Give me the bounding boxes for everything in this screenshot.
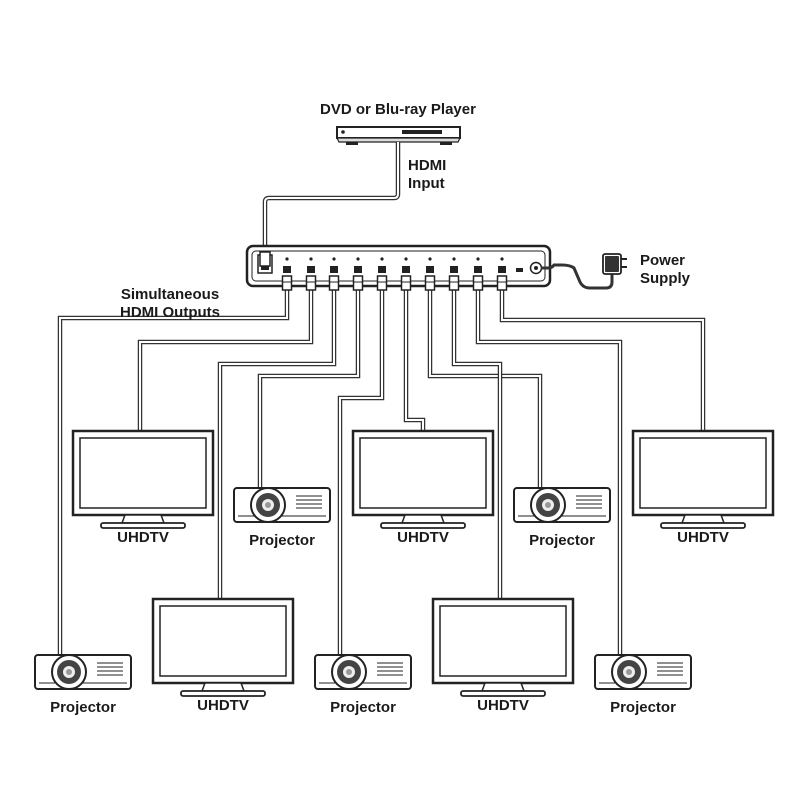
bluray-player-icon (336, 126, 461, 145)
projector-icon (233, 487, 331, 523)
port-led (309, 257, 313, 261)
hdmi-plug (424, 275, 436, 291)
outputs-label-1: Simultaneous (120, 286, 220, 303)
port-led (428, 257, 432, 261)
hdmi-input-plug (259, 251, 271, 267)
projector-label: Projector (610, 699, 676, 716)
uhdtv-icon (71, 429, 215, 530)
uhdtv-icon (151, 597, 295, 698)
output-port (307, 266, 315, 273)
hdmi-plug (472, 275, 484, 291)
output-port (450, 266, 458, 273)
port-led (476, 257, 480, 261)
hdmi-input-label-1: HDMI (408, 157, 447, 174)
display-devices (34, 429, 775, 698)
port-led (500, 257, 504, 261)
projector-icon (34, 654, 132, 690)
projector-label: Projector (330, 699, 396, 716)
hdmi-plug (281, 275, 293, 291)
uhdtv-label: UHDTV (397, 529, 449, 546)
port-led (332, 257, 336, 261)
hdmi-plug (400, 275, 412, 291)
hdmi-output-plugs (259, 251, 508, 291)
source-label: DVD or Blu-ray Player (320, 101, 476, 118)
projector-icon (594, 654, 692, 690)
hdmi-plug (376, 275, 388, 291)
port-led (356, 257, 360, 261)
outputs-label-2: HDMI Outputs (120, 304, 220, 321)
output-port (498, 266, 506, 273)
output-cable-3 (217, 290, 337, 599)
hdmi-input-label-2: Input (408, 175, 445, 192)
uhdtv-icon (351, 429, 495, 530)
hdmi-output-cables (57, 290, 706, 655)
port-led (380, 257, 384, 261)
uhdtv-label: UHDTV (477, 697, 529, 714)
hdmi-plug (328, 275, 340, 291)
uhdtv-label: UHDTV (117, 529, 169, 546)
power-label-2: Supply (640, 270, 691, 287)
port-led (404, 257, 408, 261)
projector-label: Projector (50, 699, 116, 716)
uhdtv-label: UHDTV (197, 697, 249, 714)
power-label-1: Power (640, 252, 686, 269)
hdmi-plug (448, 275, 460, 291)
hdmi-plug (305, 275, 317, 291)
projector-icon (314, 654, 412, 690)
hdmi-plug (352, 275, 364, 291)
port-led (452, 257, 456, 261)
port-led (285, 257, 289, 261)
output-port (378, 266, 386, 273)
uhdtv-label: UHDTV (677, 529, 729, 546)
uhdtv-icon (631, 429, 775, 530)
output-port (283, 266, 291, 273)
uhdtv-icon (431, 597, 575, 698)
output-cable-10 (499, 290, 706, 431)
output-port (330, 266, 338, 273)
output-cable-6 (403, 290, 426, 431)
power-adapter-icon (541, 253, 627, 290)
projector-icon (513, 487, 611, 523)
output-port (474, 266, 482, 273)
projector-label: Projector (249, 532, 315, 549)
projector-label: Projector (529, 532, 595, 549)
output-port (354, 266, 362, 273)
hdmi-plug (496, 275, 508, 291)
output-port (402, 266, 410, 273)
output-port (426, 266, 434, 273)
